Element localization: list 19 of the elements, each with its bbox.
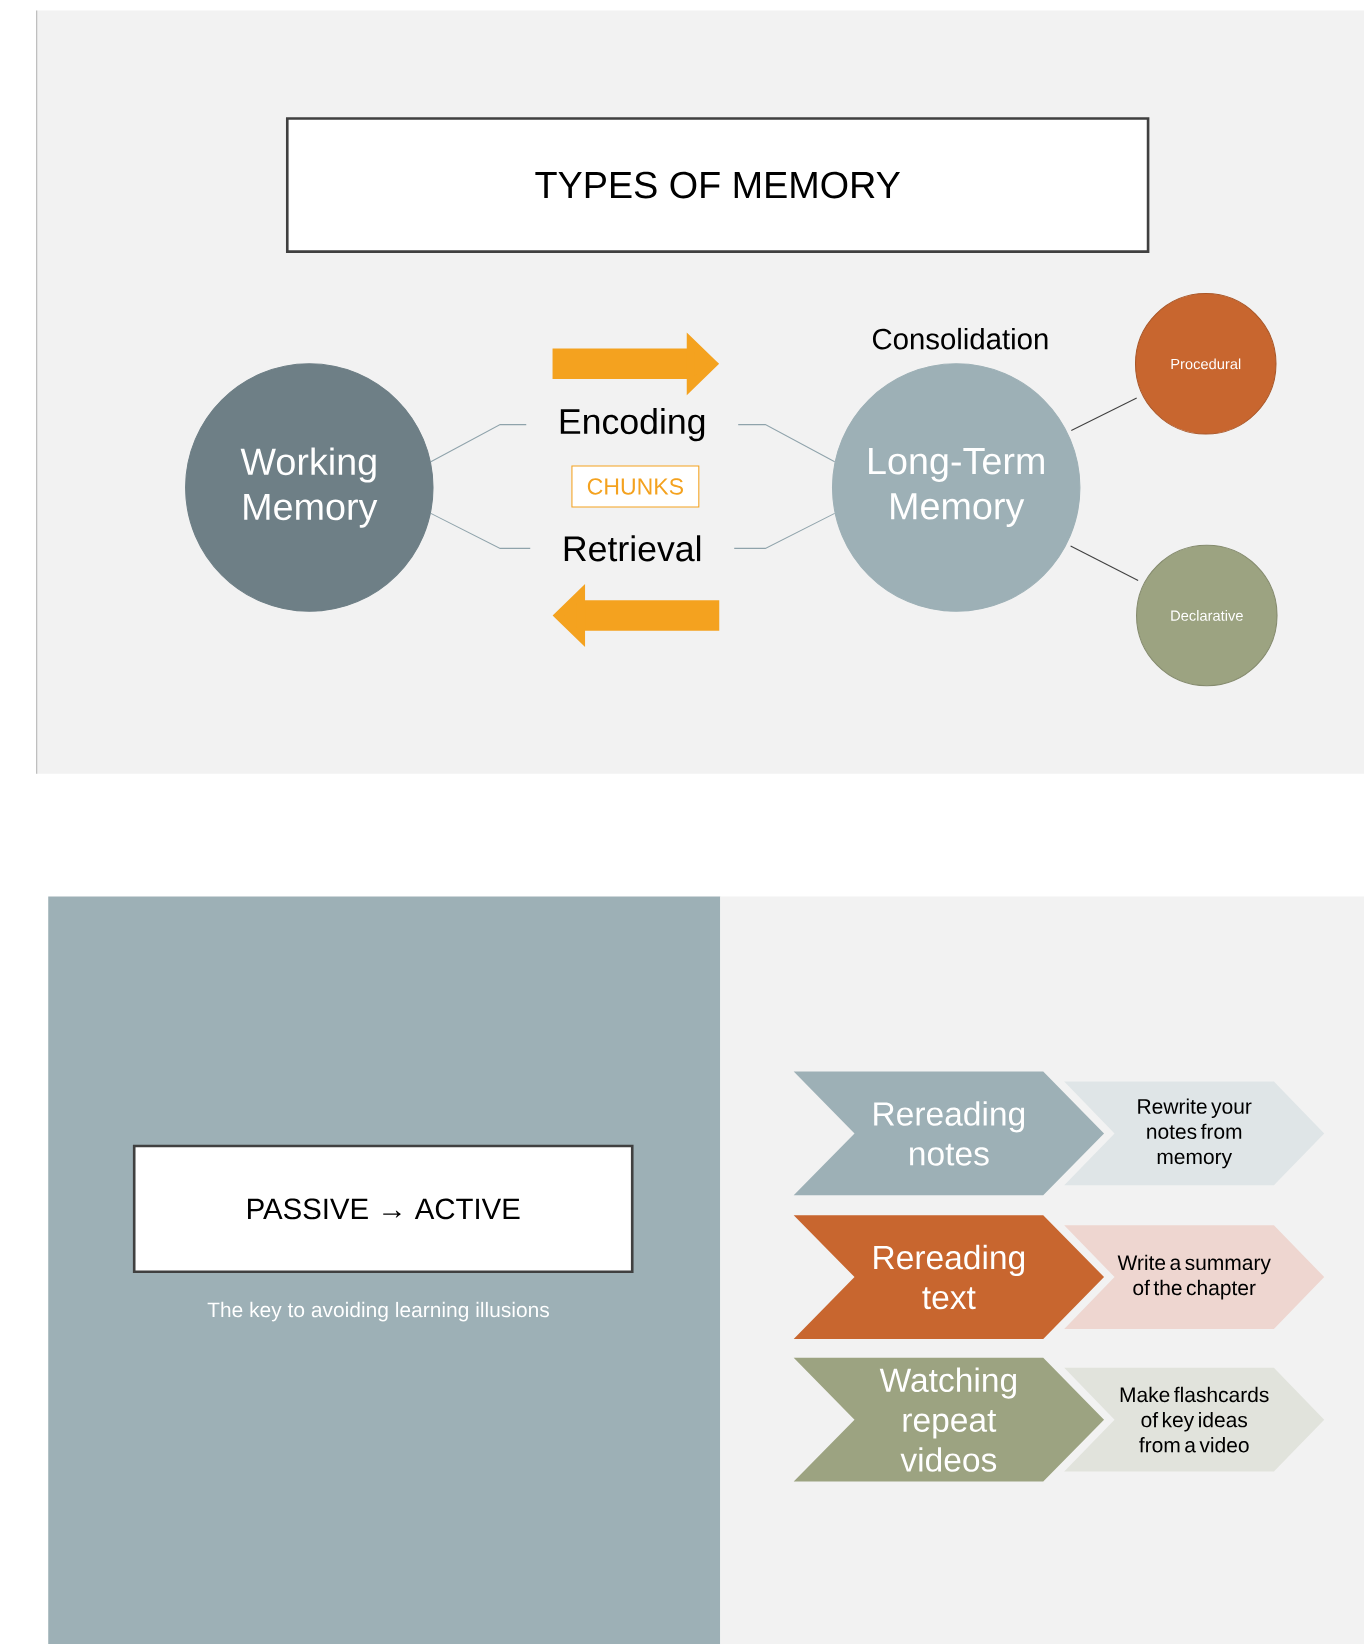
chunks-box: CHUNKS xyxy=(571,465,700,508)
title-box: TYPES OF MEMORY xyxy=(285,117,1150,253)
caption-text: Consolidation xyxy=(872,327,1048,350)
caption-text: The key to avoiding learning illusions xyxy=(207,1301,549,1322)
connector-line xyxy=(430,512,531,549)
process-label: Retrieval xyxy=(564,535,701,562)
step-banner: Rewrite your notes from memory xyxy=(1064,1081,1325,1186)
connector-line xyxy=(1070,397,1138,432)
connector-line xyxy=(737,424,836,463)
step-banner: Rereading notes xyxy=(793,1071,1105,1196)
connector-line xyxy=(1070,545,1139,581)
step-banner: Watching repeat videos xyxy=(793,1357,1105,1482)
process-label: Encoding xyxy=(560,408,705,442)
connector-line xyxy=(430,424,527,463)
connector-line xyxy=(733,512,836,549)
title-box: PASSIVE → ACTIVE xyxy=(132,1144,634,1274)
step-banner: Make flashcards of key ideas from a video xyxy=(1064,1367,1325,1472)
step-banner: Rereading text xyxy=(793,1215,1105,1339)
step-banner: Write a summary of the chapter xyxy=(1064,1225,1325,1329)
